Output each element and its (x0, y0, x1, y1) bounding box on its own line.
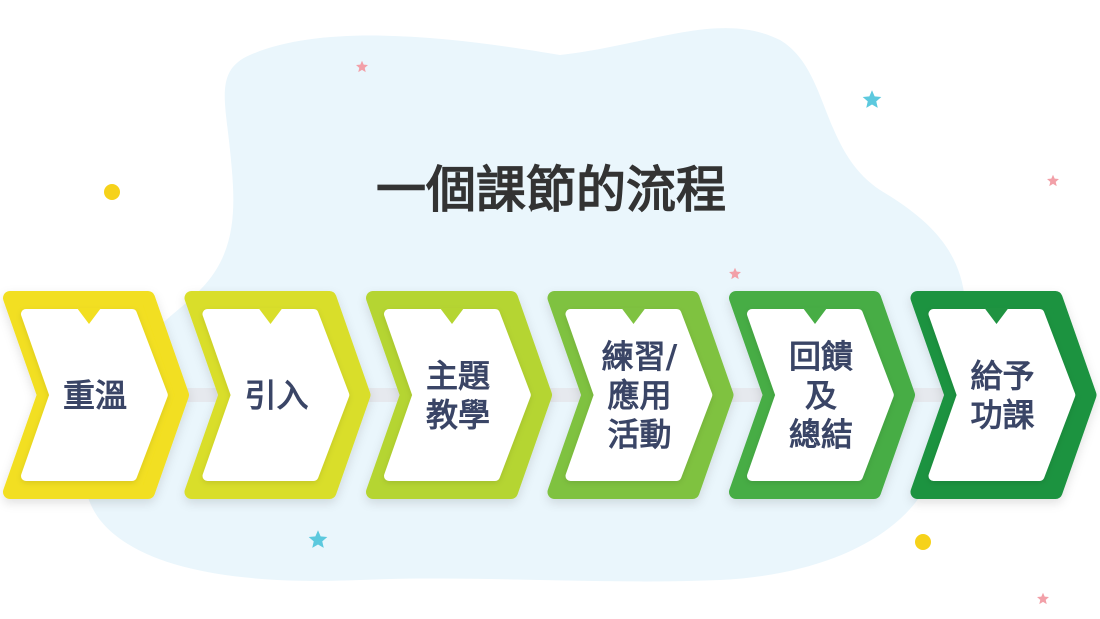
star-icon (1047, 174, 1059, 187)
step-label-line: 給予 (970, 357, 1034, 395)
step-notch (621, 308, 646, 324)
flow-step: 重溫 (3, 291, 189, 499)
page-title: 一個課節的流程 (376, 161, 726, 219)
step-chevron-inner (384, 309, 531, 481)
step-notch (77, 308, 101, 324)
step-label-line: 練習/ (602, 338, 678, 376)
step-chevron-inner (21, 309, 168, 481)
step-label-line: 及 (805, 377, 837, 415)
dot-icon (104, 184, 120, 200)
step-notch (984, 308, 1009, 324)
star-icon (1037, 592, 1049, 605)
step-label-line: 功課 (970, 396, 1034, 434)
step-chevron-inner (928, 309, 1076, 481)
step-label-line: 回饋 (789, 338, 853, 376)
dot-icon (915, 534, 931, 550)
star-icon (356, 60, 368, 73)
decorations (104, 60, 1059, 605)
step-label-line: 主題 (426, 357, 490, 395)
step-chevron-inner (202, 309, 350, 481)
step-notch (258, 308, 283, 324)
step-notch (803, 308, 827, 324)
step-label-line: 教學 (426, 396, 490, 434)
step-chevron-inner (747, 309, 894, 481)
step-chevron-inner (565, 309, 713, 481)
star-icon (308, 530, 328, 548)
step-label-line: 重溫 (63, 377, 127, 415)
step-label-line: 活動 (607, 416, 671, 454)
flow-step: 引入 (184, 291, 371, 499)
star-icon (729, 267, 741, 280)
star-icon (862, 90, 882, 108)
steps-layer: 重溫引入主題教學練習/應用活動回饋及總結給予功課 (3, 291, 1097, 499)
step-label-line: 總結 (789, 416, 853, 454)
step-label-line: 應用 (607, 377, 671, 415)
step-label-line: 引入 (244, 377, 308, 415)
step-notch (440, 308, 464, 324)
